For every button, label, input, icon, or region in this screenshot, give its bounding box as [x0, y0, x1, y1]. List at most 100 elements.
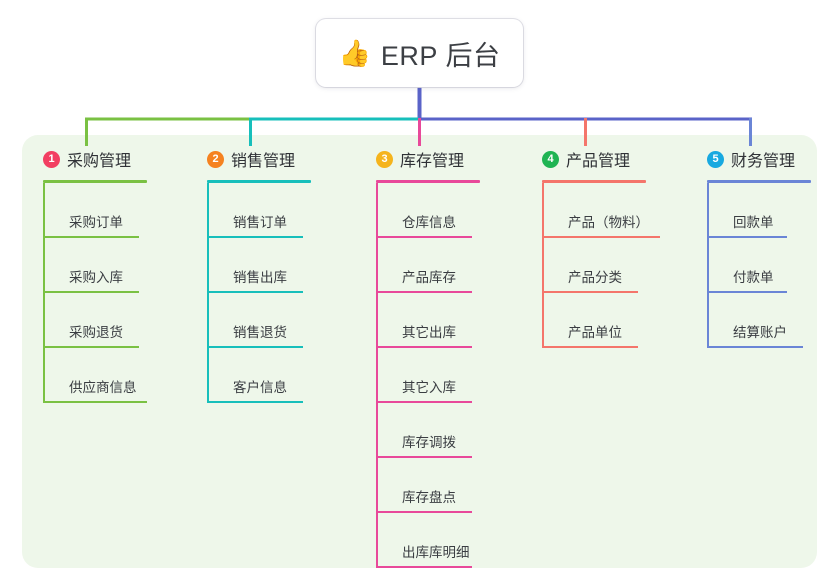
branch-header-4[interactable]: 4 产品管理: [542, 148, 712, 170]
branch-rule-4: [542, 180, 646, 183]
branch-spine-4: [542, 183, 544, 348]
leaf-label: 库存盘点: [402, 490, 456, 505]
branch-rule-1: [43, 180, 147, 183]
branch-header-5[interactable]: 5 财务管理: [707, 148, 839, 170]
branch-column-5: 5 财务管理 回款单 付款单 结算账户: [707, 148, 839, 348]
leaf-rule: [376, 401, 472, 403]
root-title: ERP 后台: [380, 40, 501, 71]
branch-title-1: 采购管理: [67, 153, 132, 170]
leaf-label: 产品单位: [568, 325, 622, 340]
leaf-rule: [43, 401, 147, 403]
branch-spine-3: [376, 183, 378, 568]
branch-spine-5: [707, 183, 709, 348]
branch-title-4: 产品管理: [566, 153, 631, 170]
list-item[interactable]: 产品分类: [542, 238, 712, 293]
leaf-rule: [376, 566, 472, 568]
leaf-label: 销售出库: [233, 270, 287, 285]
leaf-rule: [542, 291, 638, 293]
thumbs-up-icon: 👍: [338, 38, 371, 68]
branch-badge-2: 2: [207, 150, 224, 168]
leaf-label: 采购入库: [69, 270, 123, 285]
root-node[interactable]: 👍 ERP 后台: [316, 19, 523, 87]
list-item[interactable]: 采购退货: [43, 293, 193, 348]
leaf-label: 产品分类: [568, 270, 622, 285]
leaf-rule: [707, 291, 787, 293]
list-item[interactable]: 销售出库: [207, 238, 357, 293]
branch-header-3[interactable]: 3 库存管理: [376, 148, 536, 170]
list-item[interactable]: 销售退货: [207, 293, 357, 348]
list-item[interactable]: 产品（物料）: [542, 183, 712, 238]
leaf-rule: [707, 346, 803, 348]
leaf-label: 其它入库: [402, 380, 456, 395]
leaf-rule: [376, 291, 472, 293]
leaf-label: 库存调拨: [402, 435, 456, 450]
list-item[interactable]: 库存盘点: [376, 458, 536, 513]
leaf-rule: [207, 236, 303, 238]
branch-items-2: 销售订单 销售出库 销售退货 客户信息: [207, 183, 357, 403]
leaf-rule: [376, 346, 472, 348]
branches-panel: [22, 135, 817, 568]
branch-spine-2: [207, 183, 209, 403]
leaf-label: 付款单: [733, 270, 774, 285]
leaf-label: 产品库存: [402, 270, 456, 285]
leaf-rule: [43, 346, 139, 348]
leaf-rule: [376, 236, 472, 238]
list-item[interactable]: 出库库明细: [376, 513, 536, 568]
leaf-label: 采购订单: [69, 215, 123, 230]
leaf-label: 结算账户: [733, 325, 787, 340]
leaf-label: 销售退货: [233, 325, 287, 340]
branch-rule-5: [707, 180, 811, 183]
list-item[interactable]: 付款单: [707, 238, 839, 293]
branch-title-5: 财务管理: [731, 153, 796, 170]
list-item[interactable]: 回款单: [707, 183, 839, 238]
branch-items-1: 采购订单 采购入库 采购退货 供应商信息: [43, 183, 193, 403]
leaf-rule: [43, 236, 139, 238]
leaf-label: 产品（物料）: [568, 215, 649, 230]
branch-items-4: 产品（物料） 产品分类 产品单位: [542, 183, 712, 348]
leaf-rule: [207, 291, 303, 293]
list-item[interactable]: 采购订单: [43, 183, 193, 238]
leaf-rule: [542, 346, 638, 348]
branch-spine-1: [43, 183, 45, 403]
leaf-label: 采购退货: [69, 325, 123, 340]
list-item[interactable]: 产品单位: [542, 293, 712, 348]
branch-column-4: 4 产品管理 产品（物料） 产品分类 产品单位: [542, 148, 712, 348]
leaf-rule: [376, 511, 472, 513]
branch-badge-5: 5: [707, 150, 724, 168]
leaf-label: 客户信息: [233, 380, 287, 395]
branch-header-1[interactable]: 1 采购管理: [43, 148, 193, 170]
list-item[interactable]: 供应商信息: [43, 348, 193, 403]
leaf-rule: [707, 236, 787, 238]
leaf-rule: [542, 236, 660, 238]
branch-title-3: 库存管理: [400, 153, 465, 170]
branch-column-2: 2 销售管理 销售订单 销售出库 销售退货 客户信息: [207, 148, 357, 403]
list-item[interactable]: 销售订单: [207, 183, 357, 238]
leaf-label: 其它出库: [402, 325, 456, 340]
branch-badge-4: 4: [542, 150, 559, 168]
leaf-rule: [207, 401, 303, 403]
list-item[interactable]: 客户信息: [207, 348, 357, 403]
branch-rule-2: [207, 180, 311, 183]
list-item[interactable]: 采购入库: [43, 238, 193, 293]
leaf-label: 回款单: [733, 215, 774, 230]
leaf-rule: [207, 346, 303, 348]
branch-items-5: 回款单 付款单 结算账户: [707, 183, 839, 348]
list-item[interactable]: 产品库存: [376, 238, 536, 293]
branch-rule-3: [376, 180, 480, 183]
list-item[interactable]: 仓库信息: [376, 183, 536, 238]
leaf-label: 出库库明细: [402, 545, 470, 560]
leaf-label: 供应商信息: [69, 380, 137, 395]
branch-title-2: 销售管理: [231, 153, 296, 170]
branch-header-2[interactable]: 2 销售管理: [207, 148, 357, 170]
list-item[interactable]: 其它入库: [376, 348, 536, 403]
list-item[interactable]: 结算账户: [707, 293, 839, 348]
branch-items-3: 仓库信息 产品库存 其它出库 其它入库 库存调拨 库存盘点: [376, 183, 536, 568]
list-item[interactable]: 库存调拨: [376, 403, 536, 458]
leaf-label: 仓库信息: [402, 215, 456, 230]
branch-column-3: 3 库存管理 仓库信息 产品库存 其它出库 其它入库 库存调拨: [376, 148, 536, 568]
branch-badge-1: 1: [43, 150, 60, 168]
leaf-rule: [43, 291, 139, 293]
list-item[interactable]: 其它出库: [376, 293, 536, 348]
branch-badge-3: 3: [376, 150, 393, 168]
